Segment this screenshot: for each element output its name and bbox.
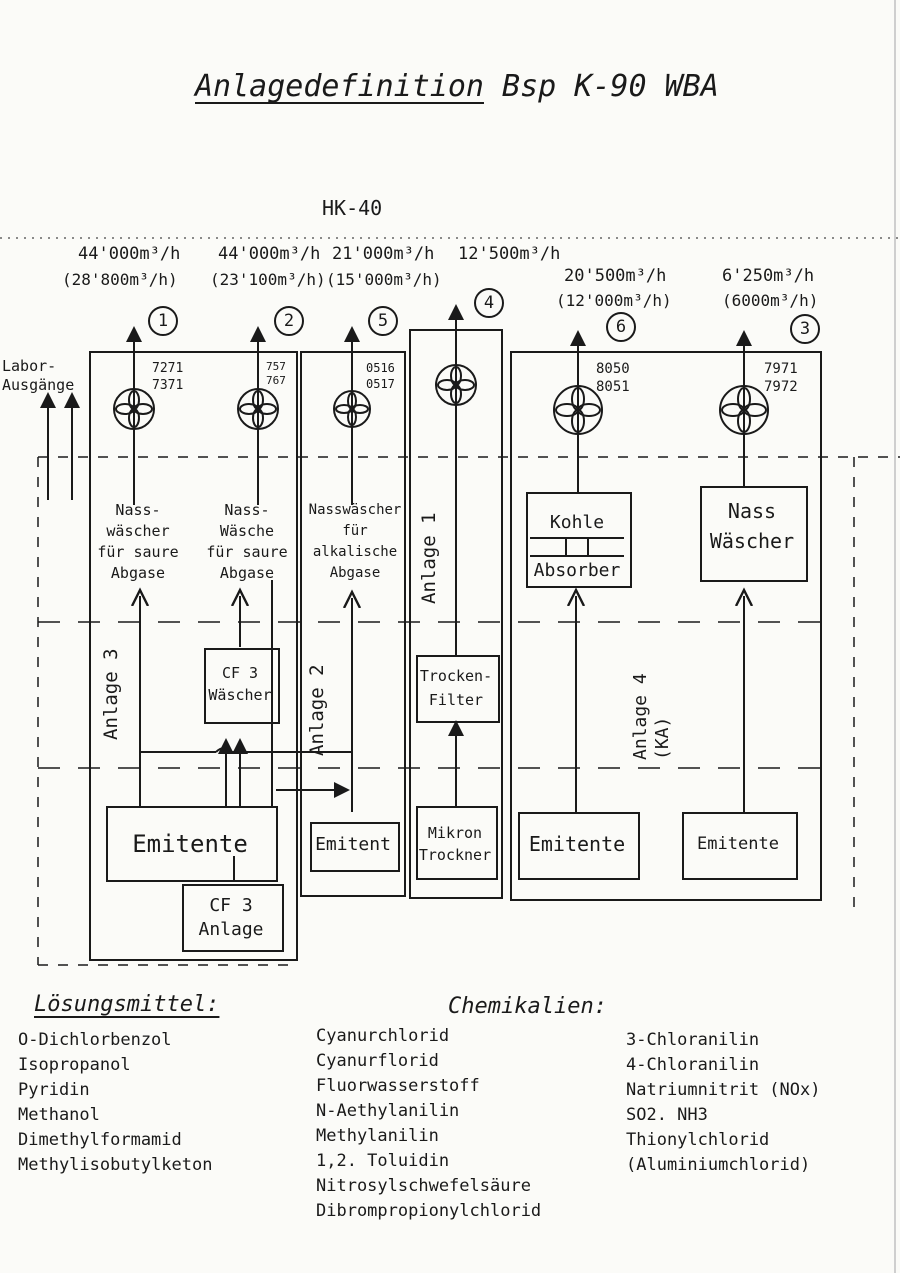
- chemical-item: Dibrompropionylchlorid: [316, 1201, 542, 1221]
- stack-3-flow: 6'250m³/h: [722, 266, 815, 286]
- stack-6-flow: 20'500m³/h: [564, 266, 667, 286]
- stack-4-number: 4: [474, 288, 504, 318]
- emitente-anlage-4b-box: [682, 812, 798, 880]
- stack-4-flow: 12'500m³/h: [458, 244, 561, 264]
- chemical-item: Cyanurflorid: [316, 1051, 439, 1071]
- solvent-item: Dimethylformamid: [18, 1130, 182, 1150]
- anlage-4-label: Anlage 4 (KA): [630, 673, 673, 760]
- emitente-anlage-3-label: Emitente: [132, 830, 248, 858]
- chemical-item: SO2. NH3: [626, 1105, 708, 1125]
- absorber-label: Absorber: [533, 560, 621, 581]
- page-edge: [894, 0, 896, 1273]
- stack-5-flow: 21'000m³/h: [332, 244, 435, 264]
- chemicals-list-1: Cyanurchlorid Cyanurflorid Fluorwasserst…: [316, 1024, 541, 1224]
- cf3-waescher-box: [204, 648, 280, 724]
- chemical-item: Thionylchlorid: [626, 1130, 770, 1150]
- kohle-label: Kohle: [549, 512, 605, 533]
- chemical-item: 1,2. Toluidin: [316, 1151, 450, 1171]
- solvent-item: Methanol: [18, 1105, 100, 1125]
- stack-2-flow: 44'000m³/h: [218, 244, 321, 264]
- anlage-2-label: Anlage 2: [306, 664, 328, 756]
- chemicals-list-2: 3-Chloranilin 4-Chloranilin Natriumnitri…: [626, 1028, 820, 1178]
- stack-1-flow: 44'000m³/h: [78, 244, 181, 264]
- emitente-anlage-4a-label: Emitente: [528, 832, 626, 856]
- chemical-item: Nitrosylschwefelsäure: [316, 1176, 531, 1196]
- solvent-item: O-Dichlorbenzol: [18, 1030, 172, 1050]
- page-title: Anlagedefinition Bsp K-90 WBA: [195, 72, 719, 102]
- title-suffix: Bsp K-90 WBA: [502, 69, 719, 104]
- stack-6-tag: 8050 8051: [596, 361, 630, 395]
- emitente-anlage-4a-box: [518, 812, 640, 880]
- kohle-absorber-box: [526, 492, 632, 588]
- frame-anlage-4: [510, 351, 822, 901]
- labor-ausgaenge-label: Labor- Ausgänge: [2, 357, 75, 394]
- cf3-waescher-label: CF 3 Wäscher: [208, 664, 272, 704]
- chemical-item: N-Aethylanilin: [316, 1101, 460, 1121]
- solvent-item: Methylisobutylketon: [18, 1155, 213, 1175]
- chemical-item: Natriumnitrit (NOx): [626, 1080, 821, 1100]
- stack-5-label: Nasswäscher für alkalische Abgase: [308, 502, 402, 581]
- solvents-list: O-Dichlorbenzol Isopropanol Pyridin Meth…: [18, 1028, 212, 1178]
- stack-1-number: 1: [148, 306, 178, 336]
- stack-6-flow-paren: (12'000m³/h): [556, 291, 672, 310]
- stack-2-label: Nass- Wäsche für saure Abgase: [206, 501, 288, 582]
- stack-2-tag: 757 767: [266, 360, 286, 387]
- stack-3-tag: 7971 7972: [764, 361, 798, 395]
- stack-5-number: 5: [368, 306, 398, 336]
- trocken-filter-box: [416, 655, 500, 723]
- frame-anlage-3: [89, 351, 298, 961]
- chemical-item: Fluorwasserstoff: [316, 1076, 480, 1096]
- stack-3-flow-paren: (6000m³/h): [722, 291, 819, 310]
- emitente-anlage-3-box: [106, 806, 278, 882]
- stack-6-number: 6: [606, 312, 636, 342]
- stack-1-flow-paren: (28'800m³/h): [62, 270, 178, 289]
- stack-1-tag: 7271 7371: [152, 361, 184, 393]
- stack-5-flow-paren: (15'000m³/h): [326, 270, 442, 289]
- solvents-heading: Lösungsmittel:: [34, 992, 220, 1017]
- emitente-anlage-4b-label: Emitente: [697, 834, 779, 854]
- nass-waescher-label: Nass Wäscher: [709, 499, 795, 553]
- emitent-anlage-2-label: Emitent: [315, 834, 391, 855]
- solvent-item: Pyridin: [18, 1080, 90, 1100]
- chemical-item: 3-Chloranilin: [626, 1030, 760, 1050]
- chemical-item: Cyanurchlorid: [316, 1026, 450, 1046]
- chemical-item: 4-Chloranilin: [626, 1055, 760, 1075]
- chemicals-heading: Chemikalien:: [448, 994, 607, 1019]
- chemical-item: Methylanilin: [316, 1126, 439, 1146]
- solvent-item: Isopropanol: [18, 1055, 131, 1075]
- nass-waescher-box: [700, 486, 808, 582]
- stack-2-flow-paren: (23'100m³/h): [210, 270, 326, 289]
- cf3-anlage-box: [182, 884, 284, 952]
- mikron-trockner-label: Mikron Trockner: [418, 824, 492, 864]
- stack-3-number: 3: [790, 314, 820, 344]
- mikron-trockner-box: [416, 806, 498, 880]
- stack-5-tag: 0516 0517: [366, 361, 395, 391]
- anlage-1-label: Anlage 1: [418, 512, 440, 604]
- stack-1-label: Nass- wäscher für saure Abgase: [97, 501, 179, 582]
- building-label: HK-40: [322, 196, 383, 220]
- trocken-filter-label: Trocken- Filter: [419, 667, 493, 709]
- stack-2-number: 2: [274, 306, 304, 336]
- anlage-3-label: Anlage 3: [100, 648, 122, 740]
- chemical-item: (Aluminiumchlorid): [626, 1155, 811, 1175]
- emitent-anlage-2-box: [310, 822, 400, 872]
- cf3-anlage-label: CF 3 Anlage: [198, 895, 264, 940]
- title-prefix: Anlagedefinition: [195, 69, 484, 104]
